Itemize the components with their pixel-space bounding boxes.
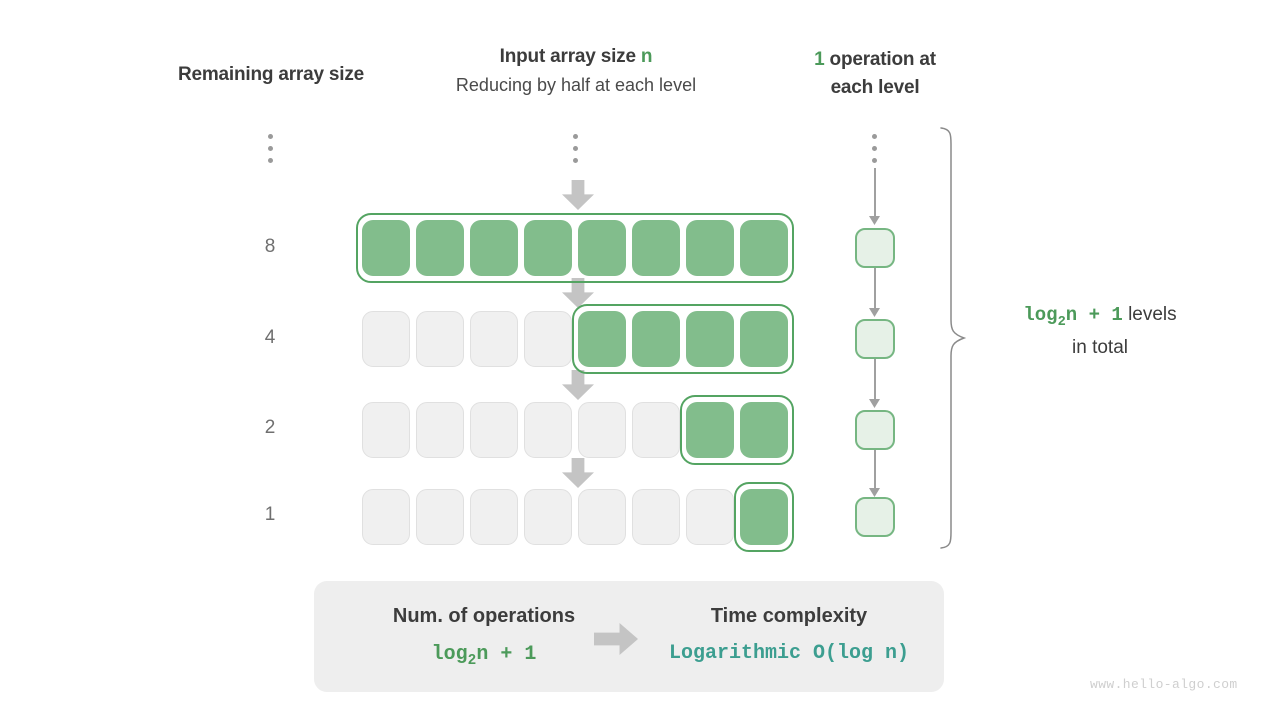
ops-arrowhead-1 [869,308,880,317]
dot [268,134,273,139]
levels-annotation-text: levels [1122,304,1177,325]
levels-formula: log2n + 1 [1023,304,1123,330]
summary-right-title: Time complexity [710,605,868,627]
header-operations: 1 operation at each level [775,46,975,101]
array-cell-active [578,220,626,276]
summary-left-title: Num. of operations [392,605,576,627]
array-cell-active [740,402,788,458]
header-input-variable: n [640,46,653,67]
array-highlight-box [734,482,794,552]
row-label-ellipsis [268,134,274,163]
array-row-8 [356,213,794,283]
header-ops-line1: operation at [824,49,937,70]
array-cell-active [362,220,410,276]
levels-formula-log: log [1023,304,1058,326]
array-cell-active [524,220,572,276]
row-label-4: 4 [264,327,276,348]
header-input-array-size: Input array size n Reducing by half at e… [410,46,742,96]
ops-box-level-1 [855,497,895,537]
dot [872,158,877,163]
dot [573,134,578,139]
array-cell-inactive [416,489,464,545]
summary-left-value: log2n + 1 [344,642,624,669]
array-cell-active [416,220,464,276]
header-input-title: Input array size n [500,46,653,67]
array-cell-active [578,311,626,367]
array-cell-active [686,311,734,367]
summary-left-log: log [431,643,468,666]
array-cell-active [740,311,788,367]
array-cell-active [632,311,680,367]
levels-annotation-line2: in total [1072,337,1128,358]
ops-ellipsis [872,134,878,163]
watermark: www.hello-algo.com [1090,677,1238,692]
dot [872,146,877,151]
array-cell-inactive [470,402,518,458]
array-cell-inactive [632,489,680,545]
summary-left-sub: 2 [467,653,477,669]
array-ellipsis [573,134,579,163]
array-cell-inactive [578,489,626,545]
ops-arrowhead-2 [869,399,880,408]
summary-right-value: Logarithmic O(log n) [668,642,910,665]
array-cell-inactive [416,311,464,367]
ops-connector-1 [874,268,876,310]
levels-formula-sub: 2 [1057,314,1066,330]
ops-connector-0 [874,168,876,218]
array-cell-active [740,220,788,276]
array-cell-inactive [470,311,518,367]
array-row-1 [362,482,794,552]
ops-box-level-2 [855,410,895,450]
header-remaining-array-size: Remaining array size [177,64,365,85]
array-row-4 [362,304,794,374]
summary-right: Time complexity Logarithmic O(log n) [649,605,929,665]
ops-arrowhead-3 [869,488,880,497]
header-ops-count: 1 [814,49,825,70]
ops-arrowhead-0 [869,216,880,225]
array-cell-active [470,220,518,276]
dot [573,146,578,151]
array-highlight-box [356,213,794,283]
array-cell-inactive [416,402,464,458]
dot [573,158,578,163]
array-row-2 [362,395,794,465]
dot [268,158,273,163]
summary-left: Num. of operations log2n + 1 [344,605,624,669]
row-label-1: 1 [264,504,276,525]
summary-left-rest: n + 1 [476,643,537,666]
array-cell-inactive [632,402,680,458]
header-ops-line2: each level [830,76,920,98]
array-cell-active [632,220,680,276]
row-label-2: 2 [264,417,276,438]
levels-annotation: log2n + 1 levels in total [985,300,1215,362]
ops-connector-3 [874,450,876,490]
array-cell-inactive [524,489,572,545]
split-arrow-1 [562,180,594,210]
header-input-prefix: Input array size [499,46,641,67]
array-cell-inactive [686,489,734,545]
ops-box-level-8 [855,228,895,268]
dot [872,134,877,139]
array-cell-inactive [578,402,626,458]
array-highlight-box [572,304,794,374]
ops-connector-2 [874,359,876,401]
levels-formula-rest: n + 1 [1065,304,1123,326]
array-cell-inactive [362,489,410,545]
array-cell-inactive [362,311,410,367]
levels-brace [940,127,967,549]
split-arrow-4 [562,458,594,488]
array-cell-inactive [524,311,572,367]
split-arrow-3 [562,370,594,400]
array-cell-inactive [470,489,518,545]
array-cell-active [686,220,734,276]
header-input-subtitle: Reducing by half at each level [455,75,697,95]
row-label-8: 8 [264,236,276,257]
dot [268,146,273,151]
array-cell-active [686,402,734,458]
ops-box-level-4 [855,319,895,359]
array-cell-active [740,489,788,545]
array-cell-inactive [362,402,410,458]
array-cell-inactive [524,402,572,458]
array-highlight-box [680,395,794,465]
